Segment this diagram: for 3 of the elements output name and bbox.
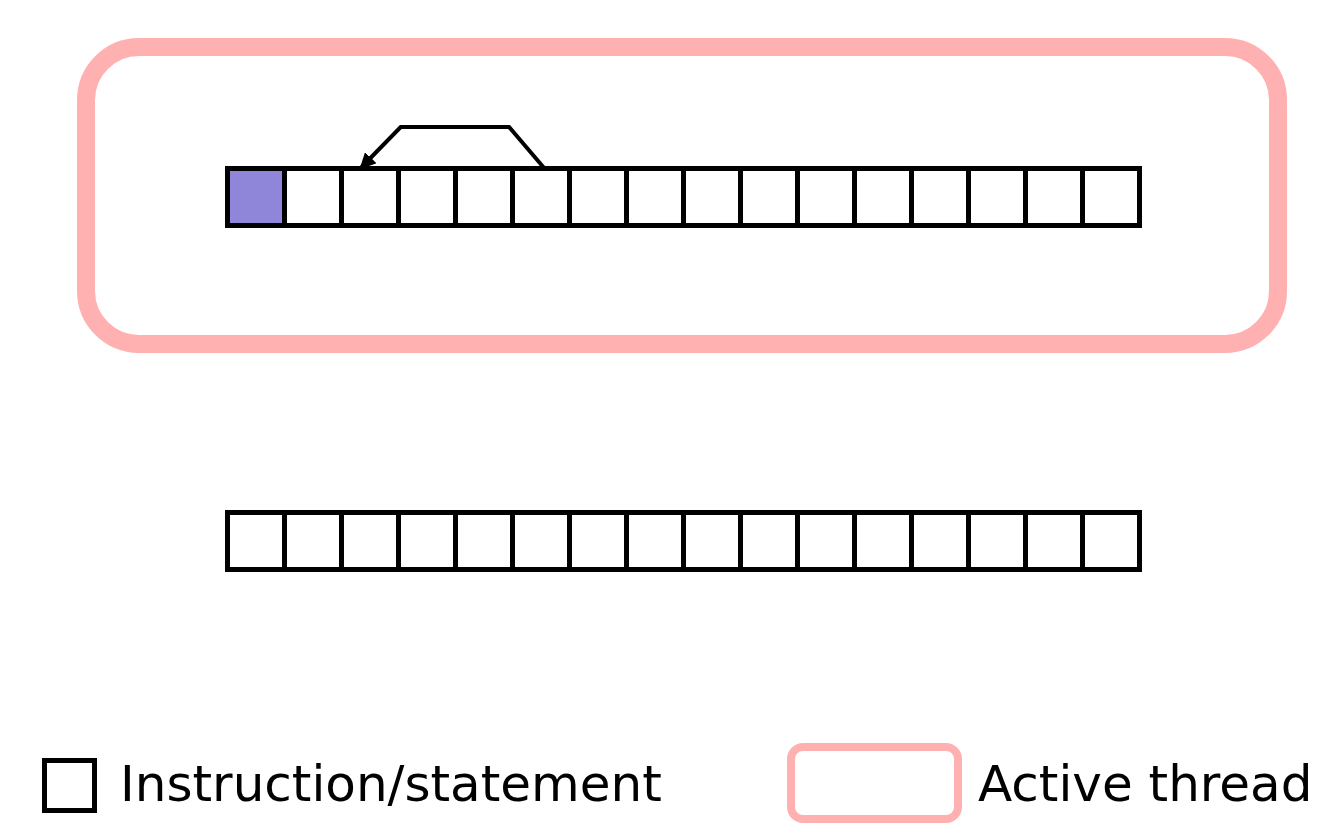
legend-label: Instruction/statement (120, 754, 662, 814)
thread-outline (77, 38, 1287, 353)
legend-label: Active thread (978, 754, 1313, 814)
